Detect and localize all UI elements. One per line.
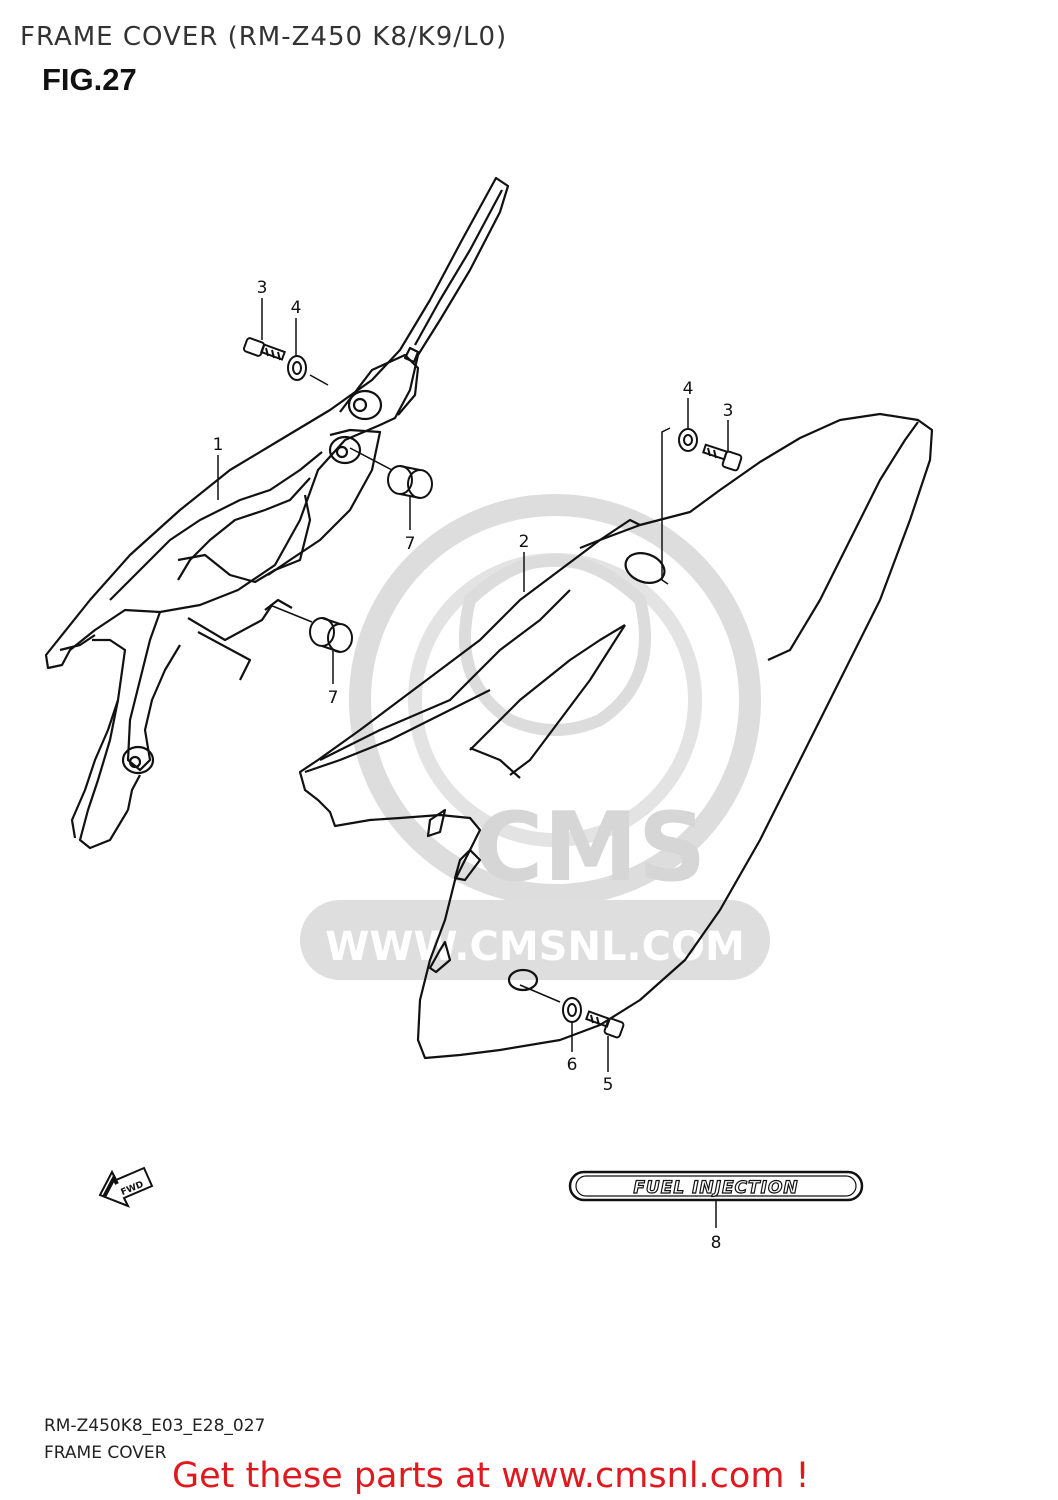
diagram-reference-code: RM-Z450K8_E03_E28_027 [44,1416,266,1436]
leader-collar-upper [349,447,393,471]
washer-left [287,355,307,381]
leader-left-bolt [309,374,329,386]
callout-part-6: 6 [567,1055,578,1075]
decal-text: FUEL INJECTION [633,1178,798,1198]
bolt-right-upper [702,443,743,472]
figure-number: FIG.27 [42,62,137,97]
callout-part-7-lower: 7 [328,688,339,708]
forward-arrow-icon: FWD [98,1166,154,1208]
leader-right-lower [519,984,561,1003]
callout-part-8: 8 [711,1233,722,1253]
leader-right-upper [661,427,671,585]
part-2-side-cover [298,412,934,1060]
cmsnl-parts-link[interactable]: Get these parts at www.cmsnl.com ! [172,1456,810,1496]
page-title: FRAME COVER (RM-Z450 K8/K9/L0) [20,22,508,52]
callout-part-2: 2 [519,532,530,552]
callout-part-3-left: 3 [257,278,268,298]
washer-right-upper [678,428,698,452]
leader-collar-lower [269,604,313,623]
collar-upper [387,465,433,499]
collar-lower [309,617,353,653]
part-1-frame-cover-bracket [44,176,510,850]
watermark-url: WWW.CMSNL.COM [325,924,745,970]
callout-part-7-upper: 7 [405,534,416,554]
callout-part-4-left: 4 [291,298,302,318]
watermark-brand: CMS [474,793,707,903]
callout-part-3-right: 3 [723,401,734,421]
fuel-injection-decal: FUEL INJECTION [568,1170,864,1202]
diagram-reference-name: FRAME COVER [44,1443,167,1463]
bolt-right-lower [585,1010,625,1039]
watermark-logo: WWW.CMSNL.COM CMS [300,494,770,980]
washer-right-lower [562,997,582,1023]
callout-part-4-right: 4 [683,379,694,399]
bolt-left [242,337,286,361]
callout-part-1: 1 [213,435,224,455]
callout-part-5: 5 [603,1075,614,1095]
